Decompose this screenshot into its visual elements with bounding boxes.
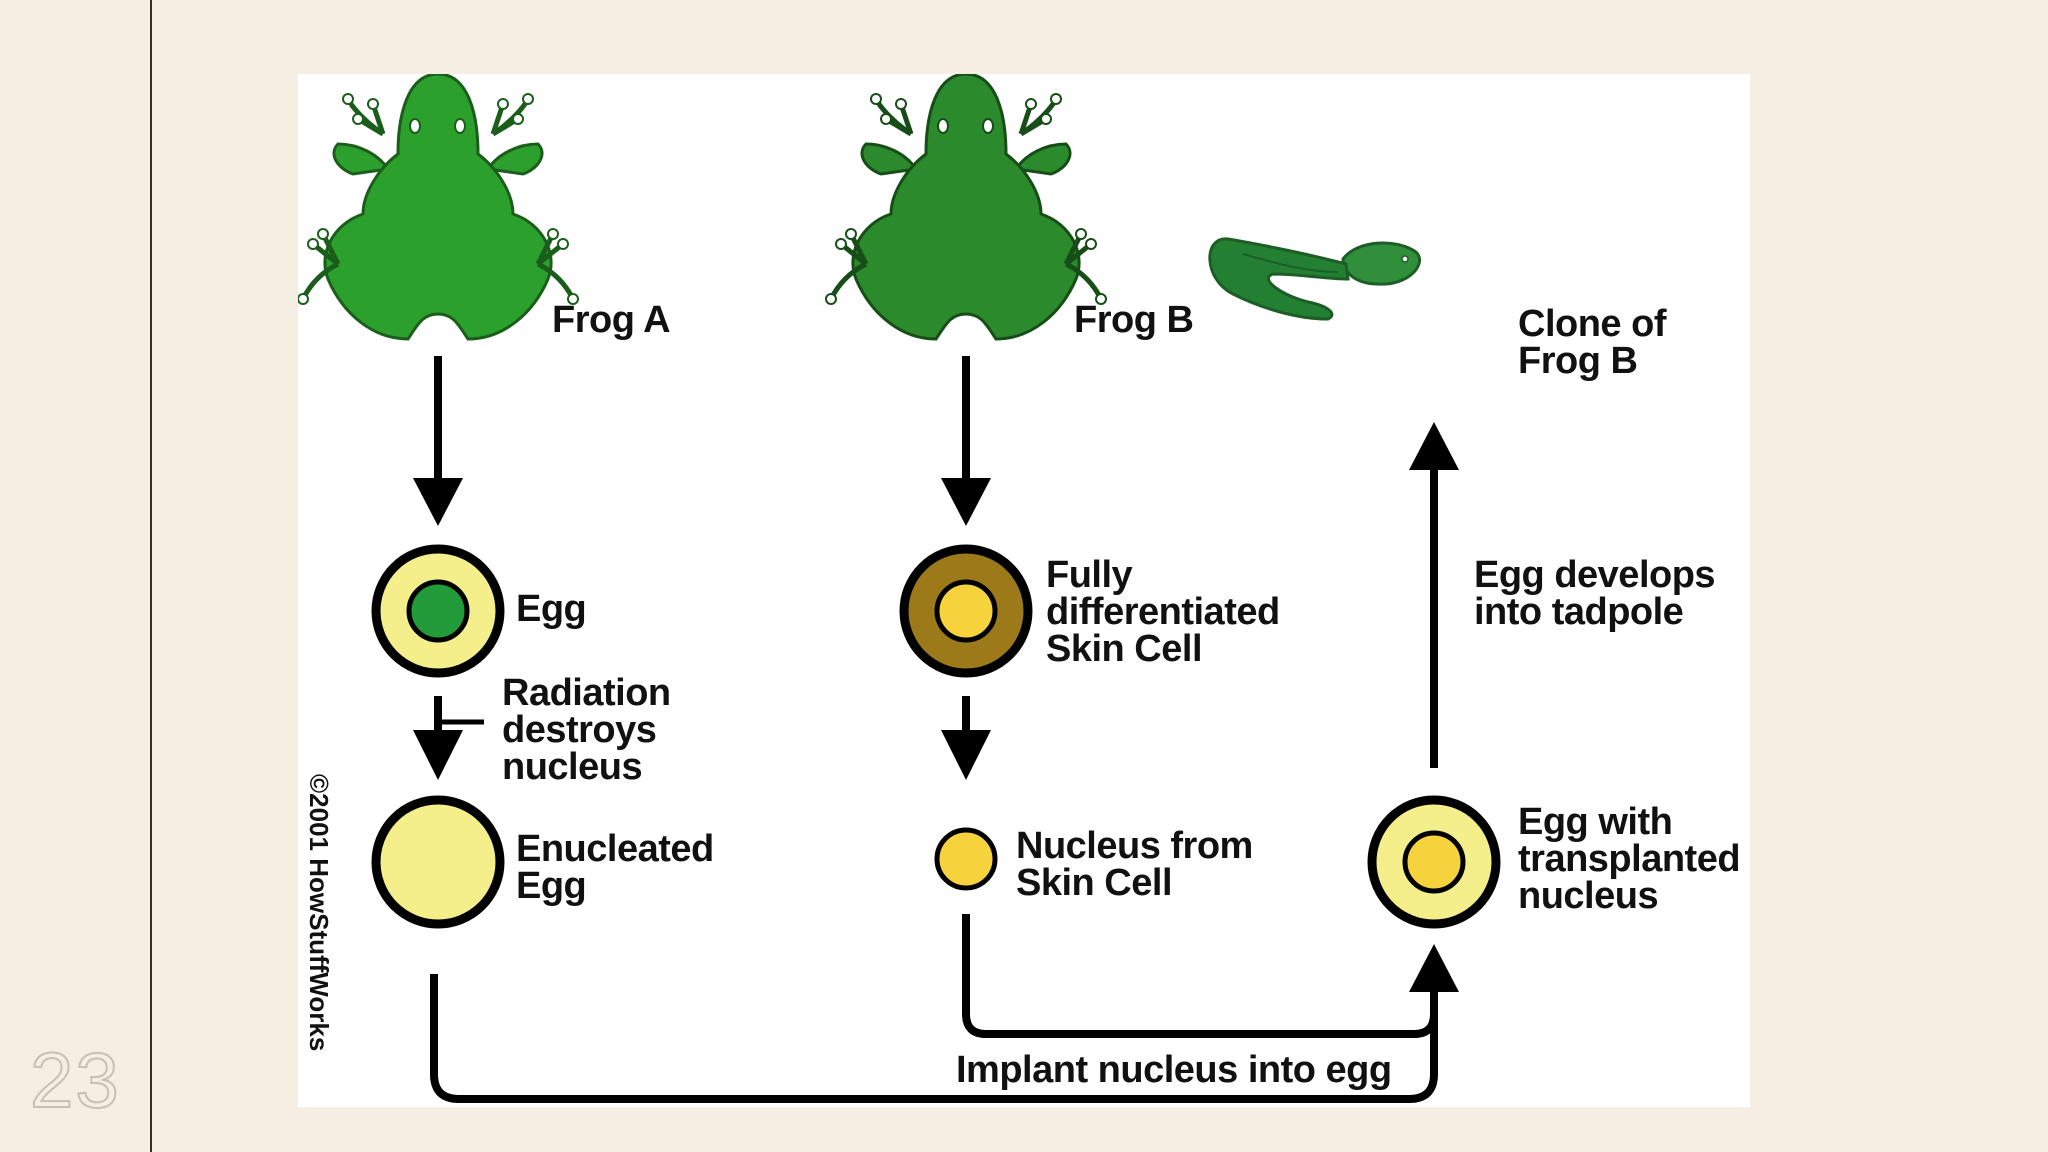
label-frog-b: Frog B <box>1074 299 1194 341</box>
diagram-graphics <box>298 74 1501 1103</box>
label-implant: Implant nucleus into egg <box>956 1049 1392 1091</box>
tadpole-illustration <box>1208 237 1421 321</box>
label-egg-develops: Egg develops into tadpole <box>1474 554 1716 633</box>
label-egg-transplanted: Egg with transplanted nucleus <box>1518 801 1741 917</box>
frog-a-illustration <box>298 74 579 341</box>
slide-number: 23 <box>29 1035 121 1125</box>
arrow-heads <box>413 422 1459 992</box>
left-divider-rule <box>150 0 152 1152</box>
arrow-enucleated-to-egg <box>430 974 1438 1103</box>
egg-cell <box>371 544 505 678</box>
label-enucleated-egg: Enucleated Egg <box>516 828 714 907</box>
label-clone: Clone of Frog B <box>1518 303 1666 382</box>
transplanted-egg <box>1367 795 1501 929</box>
frog-b-illustration <box>825 74 1107 341</box>
label-skin-cell: Fully differentiated Skin Cell <box>1046 554 1280 670</box>
label-nucleus-from-skin: Nucleus from Skin Cell <box>1016 825 1253 904</box>
arrow-nucleus-to-egg <box>962 914 1438 1038</box>
label-egg: Egg <box>516 588 587 630</box>
copyright-notice: ©2001 HowStuffWorks <box>304 774 334 1052</box>
cloning-diagram: Frog A Frog B Clone of Frog B Egg Radiat… <box>298 74 1750 1107</box>
skin-nucleus <box>934 827 998 891</box>
enucleated-egg <box>371 795 505 929</box>
label-frog-a: Frog A <box>552 299 671 341</box>
skin-cell <box>899 544 1033 678</box>
label-radiation: Radiation destroys nucleus <box>502 672 671 788</box>
